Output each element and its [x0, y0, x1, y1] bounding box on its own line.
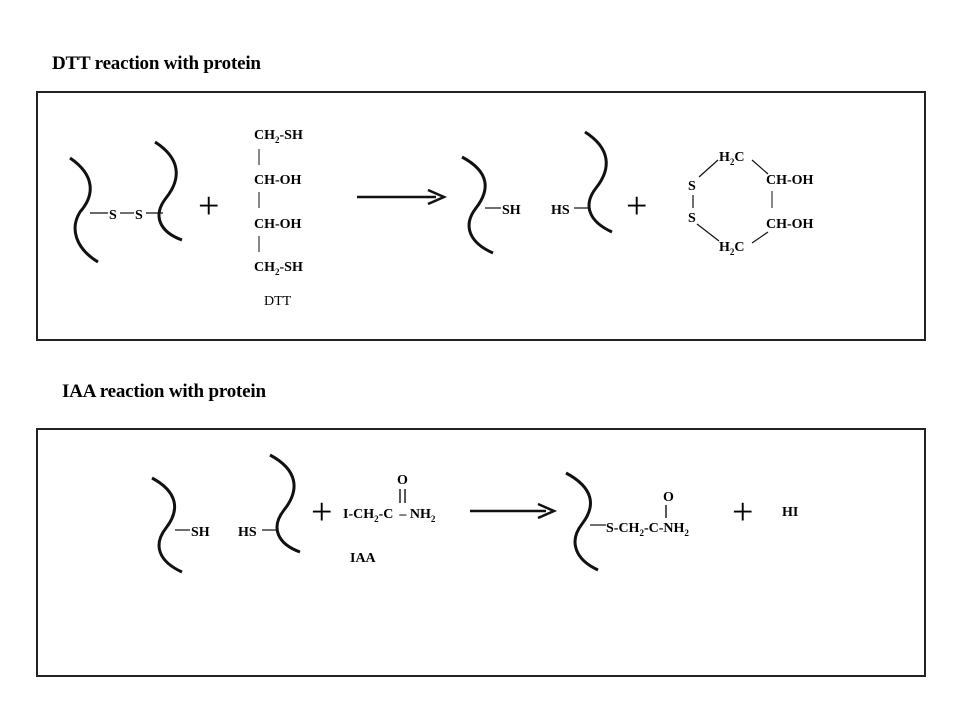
iaa-reactant-protein: SH HS	[151, 453, 301, 574]
sulfur-atom: S	[135, 208, 143, 223]
ring-choh-bottom: CH-OH	[766, 217, 814, 232]
dtt-row-3: CH-OH	[254, 217, 302, 232]
ring-ch2-top: H2C	[719, 150, 745, 167]
ring-ch2-bottom: H2C	[719, 240, 745, 257]
dtt-product-protein: SH HS	[461, 130, 613, 255]
dtt-section-title: DTT reaction with protein	[52, 53, 261, 74]
iaa-label: IAA	[350, 551, 377, 566]
ring-bond	[698, 159, 719, 178]
carbonyl-oxygen: O	[397, 473, 408, 488]
carbamidomethyl-formula: S-CH2-C-NH2	[606, 521, 689, 538]
ring-sulfur-top: S	[688, 179, 696, 194]
arrow-head	[537, 502, 558, 520]
protein-chain-wave	[584, 130, 613, 234]
dtt-left-protein: S S	[69, 140, 183, 264]
plus-sign: +	[626, 185, 647, 227]
iaa-reaction-panel	[36, 428, 926, 677]
protein-chain-wave	[154, 140, 183, 242]
dtt-row-1: CH2-SH	[254, 128, 303, 145]
ring-bond	[751, 159, 769, 175]
reaction-arrow	[357, 188, 448, 206]
sulfur-atom: S	[109, 208, 117, 223]
ring-choh-top: CH-OH	[766, 173, 814, 188]
oxidized-dtt-ring: H2C S S CH-OH CH-OH H2C	[688, 150, 814, 257]
protein-chain-wave	[565, 471, 599, 572]
iaa-section-title: IAA reaction with protein	[62, 381, 266, 402]
reaction-arrow	[470, 502, 558, 520]
dtt-reaction-panel	[36, 91, 926, 341]
thiol-group: HS	[551, 203, 570, 218]
dtt-row-2: CH-OH	[254, 173, 302, 188]
carbonyl-oxygen: O	[663, 490, 674, 505]
plus-sign: +	[732, 491, 753, 533]
arrow-head	[427, 188, 448, 206]
dtt-label: DTT	[264, 294, 292, 309]
protein-chain-wave	[269, 453, 301, 554]
iaa-product: O S-CH2-C-NH2	[565, 471, 689, 572]
protein-chain-wave	[69, 156, 99, 264]
iaa-molecule: O I-CH2-C– NH2 IAA	[343, 473, 436, 566]
thiol-group: SH	[502, 203, 521, 218]
hydrogen-iodide: HI	[782, 505, 798, 520]
thiol-group: SH	[191, 525, 210, 540]
ring-bond	[696, 223, 720, 242]
dtt-molecule: CH2-SH CH-OH CH-OH CH2-SH DTT	[254, 128, 303, 309]
ring-sulfur-bottom: S	[688, 211, 696, 226]
plus-sign: +	[311, 491, 332, 533]
protein-chain-wave	[151, 476, 183, 574]
ring-bond	[751, 231, 769, 244]
iaa-formula: I-CH2-C– NH2	[343, 507, 436, 524]
thiol-group: HS	[238, 525, 257, 540]
dtt-row-4: CH2-SH	[254, 260, 303, 277]
plus-sign: +	[198, 185, 219, 227]
protein-chain-wave	[461, 155, 494, 255]
